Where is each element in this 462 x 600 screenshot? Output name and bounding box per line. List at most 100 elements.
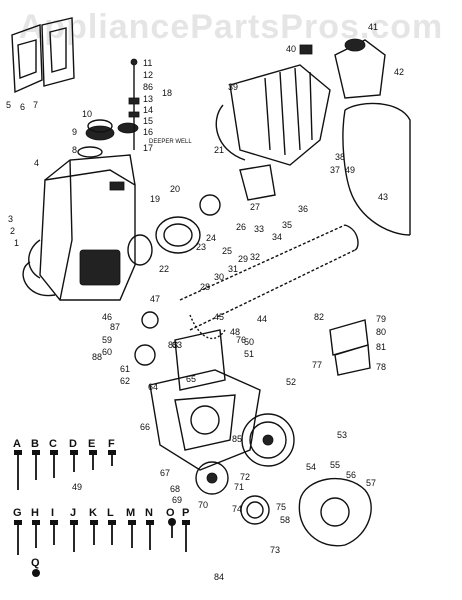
label-6: 6 [20, 102, 25, 112]
label-77: 77 [312, 360, 322, 370]
oil-pump-bolt [128, 58, 140, 150]
label-54: 54 [306, 462, 316, 472]
label-3: 3 [8, 214, 13, 224]
label-51: 51 [244, 349, 254, 359]
label-18: 18 [162, 88, 172, 98]
fuel-tank-housing [22, 154, 136, 301]
guide-bar-chain [179, 224, 359, 340]
label-71: 71 [234, 482, 244, 492]
label-78: 78 [376, 362, 386, 372]
label-21: 21 [214, 145, 224, 155]
label-65: 65 [186, 374, 196, 384]
label-12: 12 [143, 70, 153, 80]
label-30: 30 [214, 272, 224, 282]
label-9: 9 [72, 127, 77, 137]
label-36: 36 [298, 204, 308, 214]
label-69: 69 [172, 495, 182, 505]
label-P: P [182, 507, 189, 519]
label-79: 79 [376, 314, 386, 324]
label-45: 45 [214, 312, 224, 322]
label-41: 41 [368, 22, 378, 32]
label-34: 34 [272, 232, 282, 242]
label-52: 52 [286, 377, 296, 387]
label-47: 47 [150, 294, 160, 304]
label-35: 35 [282, 220, 292, 230]
label-49b: 49 [72, 482, 82, 492]
label-1: 1 [14, 238, 19, 248]
label-62: 62 [120, 376, 130, 386]
label-F: F [108, 438, 115, 450]
label-48: 48 [230, 327, 240, 337]
label-22: 22 [159, 264, 169, 274]
label-B: B [31, 438, 39, 450]
label-50: 50 [244, 337, 254, 347]
label-76: 76 [236, 335, 246, 345]
label-58: 58 [280, 515, 290, 525]
fastener-letter-labels: A B C D E F 49 G H I J K L M N O P Q [13, 438, 189, 569]
label-7: 7 [33, 100, 38, 110]
label-4: 4 [34, 158, 39, 168]
label-32: 32 [250, 252, 260, 262]
label-24: 24 [206, 233, 216, 243]
label-33: 33 [254, 224, 264, 234]
label-2: 2 [10, 226, 15, 236]
label-20: 20 [170, 184, 180, 194]
label-26: 26 [236, 222, 246, 232]
side-cover-panels [11, 17, 75, 94]
label-66: 66 [140, 422, 150, 432]
label-49: 49 [345, 165, 355, 175]
label-46: 46 [102, 312, 112, 322]
label-O: O [166, 507, 175, 519]
label-75: 75 [276, 502, 286, 512]
crankcase-housing [149, 369, 261, 471]
label-43: 43 [378, 192, 388, 202]
carburetor-assembly [127, 164, 276, 266]
label-72: 72 [240, 472, 250, 482]
fastener-legend [14, 450, 190, 577]
label-31: 31 [228, 264, 238, 274]
flywheel [241, 413, 295, 467]
label-39: 39 [228, 82, 238, 92]
label-61: 61 [120, 364, 130, 374]
label-27: 27 [250, 202, 260, 212]
label-A: A [13, 438, 21, 450]
label-87: 87 [110, 322, 120, 332]
label-55: 55 [330, 460, 340, 470]
label-29: 29 [238, 254, 248, 264]
label-17: 17 [143, 143, 153, 153]
label-37: 37 [330, 165, 340, 175]
label-85: 85 [232, 434, 242, 444]
label-L: L [107, 507, 114, 519]
label-15: 15 [143, 116, 153, 126]
label-83: 83 [168, 340, 178, 350]
air-filter-cover [334, 38, 386, 99]
label-82: 82 [314, 312, 324, 322]
label-Q: Q [31, 557, 40, 569]
label-14: 14 [143, 105, 153, 115]
label-70: 70 [198, 500, 208, 510]
label-53: 53 [337, 430, 347, 440]
label-44: 44 [257, 314, 267, 324]
label-G: G [13, 507, 22, 519]
starter-cover [298, 477, 372, 547]
label-38: 38 [335, 152, 345, 162]
label-16: 16 [143, 127, 153, 137]
label-K: K [89, 507, 97, 519]
label-deeper-well: DEEPER WELL [149, 139, 192, 145]
label-74: 74 [232, 504, 242, 514]
label-10: 10 [82, 109, 92, 119]
label-81: 81 [376, 342, 386, 352]
label-5: 5 [6, 100, 11, 110]
label-84: 84 [214, 572, 224, 582]
chain-brake-parts [134, 311, 226, 391]
engine-cylinder [215, 44, 331, 166]
label-42: 42 [394, 67, 404, 77]
label-11: 11 [143, 58, 152, 68]
label-D: D [69, 438, 77, 450]
label-40: 40 [286, 44, 296, 54]
front-handle-bar [342, 102, 411, 236]
label-I: I [51, 507, 54, 519]
label-80: 80 [376, 327, 386, 337]
label-57: 57 [366, 478, 376, 488]
